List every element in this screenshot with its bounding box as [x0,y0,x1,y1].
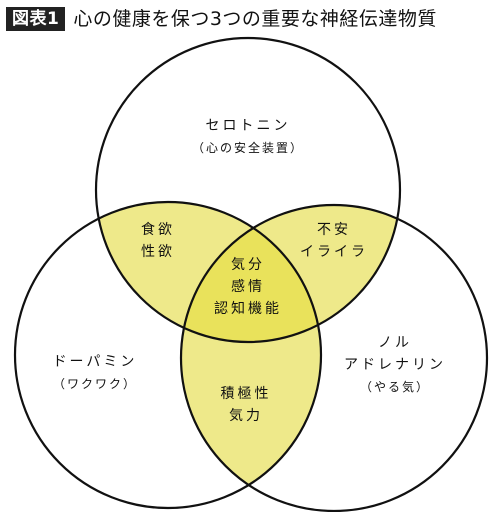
noradrenaline-name-line2: アドレナリン [344,357,446,373]
figure-header: 図表1 心の健康を保つ3つの重要な神経伝達物質 [6,4,437,34]
circle-dopamine [13,200,323,510]
overlap-sn-line2: イライラ [300,244,368,260]
noradrenaline-effect: （やる気） [359,380,430,394]
figure-label: 図表1 [6,7,66,31]
overlap-center-line2: 感情 [231,279,265,295]
overlap-sd-line2: 性欲 [141,244,175,260]
circle-serotonin [94,36,402,344]
overlap-center-line1: 気分 [231,257,265,273]
label-overlap-serotonin-noradrenaline: 不安 イライラ [300,219,368,263]
circle-noradrenaline [179,203,489,512]
label-overlap-serotonin-dopamine: 食欲 性欲 [141,219,175,263]
figure-title: 心の健康を保つ3つの重要な神経伝達物質 [73,8,437,30]
label-overlap-dopamine-noradrenaline: 積極性 気力 [221,383,272,427]
dopamine-name: ドーパミン [52,354,138,370]
label-dopamine: ドーパミン （ワクワク） [53,351,138,395]
label-serotonin: セロトニン （心の安全装置） [192,115,304,159]
serotonin-effect: （心の安全装置） [191,141,305,155]
noradrenaline-name-line1: ノル [378,335,412,351]
serotonin-name: セロトニン [205,118,291,134]
label-noradrenaline: ノル アドレナリン （やる気） [344,332,446,398]
overlap-sd-line1: 食欲 [141,222,175,238]
overlap-dn-line2: 気力 [229,408,263,424]
label-overlap-center: 気分 感情 認知機能 [214,254,282,320]
overlap-center-line3: 認知機能 [214,301,282,317]
overlap-sn-line1: 不安 [317,222,351,238]
overlap-center [181,205,321,342]
overlap-dn-line1: 積極性 [220,386,272,402]
dopamine-effect: （ワクワク） [52,377,137,391]
